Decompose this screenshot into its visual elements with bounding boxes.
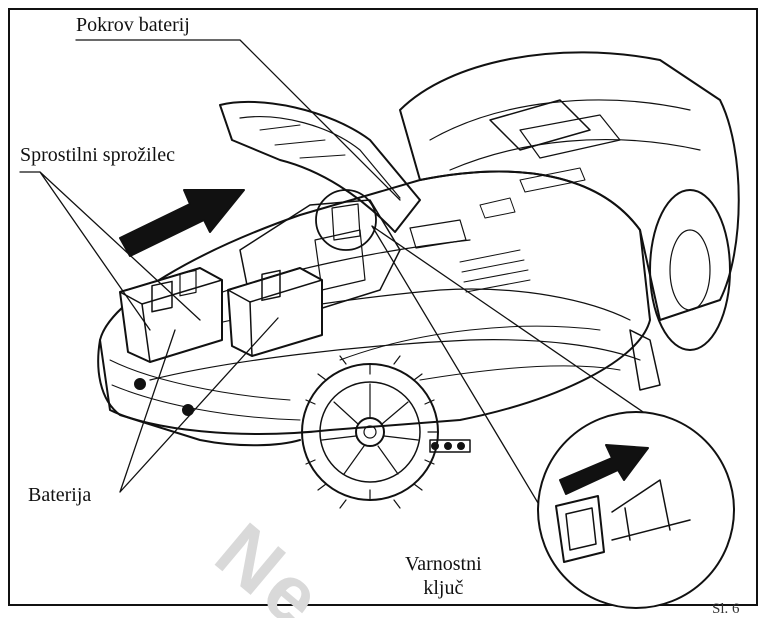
safety-key-label: Varnostni ključ [405, 552, 482, 600]
cover-inner [239, 116, 401, 199]
inset-key [555, 495, 605, 563]
front-ridge-2 [111, 384, 301, 421]
figure-frame [8, 8, 758, 606]
battery-2-top [227, 267, 323, 303]
panel-grille [459, 249, 531, 293]
battery-2 [227, 267, 323, 357]
lever-dot-3 [457, 442, 465, 450]
control-panel [409, 219, 467, 249]
safety-key-label-line2: ključ [423, 577, 464, 599]
catcher-handle [519, 114, 621, 159]
catcher-ribs-2 [449, 138, 701, 171]
catcher-window [489, 99, 591, 151]
wheel-tread [301, 355, 439, 509]
inset-arrow [559, 444, 649, 495]
battery-cover-label: Pokrov baterij [76, 14, 190, 36]
battery-cover-flap [219, 100, 421, 233]
catcher-ribs-1 [429, 99, 691, 141]
inset-key-inner [565, 507, 597, 551]
front-ridge-1 [109, 359, 291, 401]
catcher-slot-1 [519, 167, 586, 193]
leader-trigger [19, 171, 201, 331]
battery-2-latch [261, 269, 281, 302]
leader-battery [119, 317, 279, 493]
inset-slot [611, 479, 691, 541]
deck-contour-5 [419, 365, 621, 381]
cover-ribs [259, 124, 346, 159]
batteries-label: Baterija [28, 484, 92, 506]
deck-contour-4 [339, 325, 601, 361]
height-lever [429, 439, 471, 453]
lever-dot-2 [444, 442, 452, 450]
release-trigger-label: Sprostilni sprožilec [20, 144, 175, 166]
safety-key-slot [331, 203, 361, 241]
zoom-line-2 [371, 225, 663, 426]
battery-1-top [119, 267, 223, 305]
lever-dot-1 [431, 442, 439, 450]
insert-arrow [119, 189, 245, 257]
front-wheel-cap [363, 425, 377, 439]
front-skirt [97, 339, 301, 447]
front-wheel-rim [319, 381, 421, 483]
leader-cover [75, 39, 401, 201]
grass-catcher [399, 51, 740, 321]
zoom-line-1 [371, 225, 566, 549]
rear-wheel [649, 189, 731, 351]
rear-leg [629, 329, 661, 391]
catcher-slot-2 [479, 197, 516, 219]
battery-1-side [141, 303, 151, 363]
deck-dot-1 [134, 378, 146, 390]
wheel-spokes [321, 383, 419, 475]
rear-wheel-hub [669, 229, 711, 311]
detail-inset [537, 411, 735, 609]
safety-key-label-line1: Varnostni [405, 553, 482, 575]
safety-key-marker [315, 189, 377, 251]
deck-dot-2 [182, 404, 194, 416]
figure-number: Sl. 6 [712, 601, 740, 617]
deck-contour-2 [149, 339, 641, 381]
mower-deck [99, 170, 651, 435]
front-wheel-hub [355, 417, 385, 447]
compartment-slot [314, 229, 366, 291]
battery-1-button [179, 269, 197, 297]
